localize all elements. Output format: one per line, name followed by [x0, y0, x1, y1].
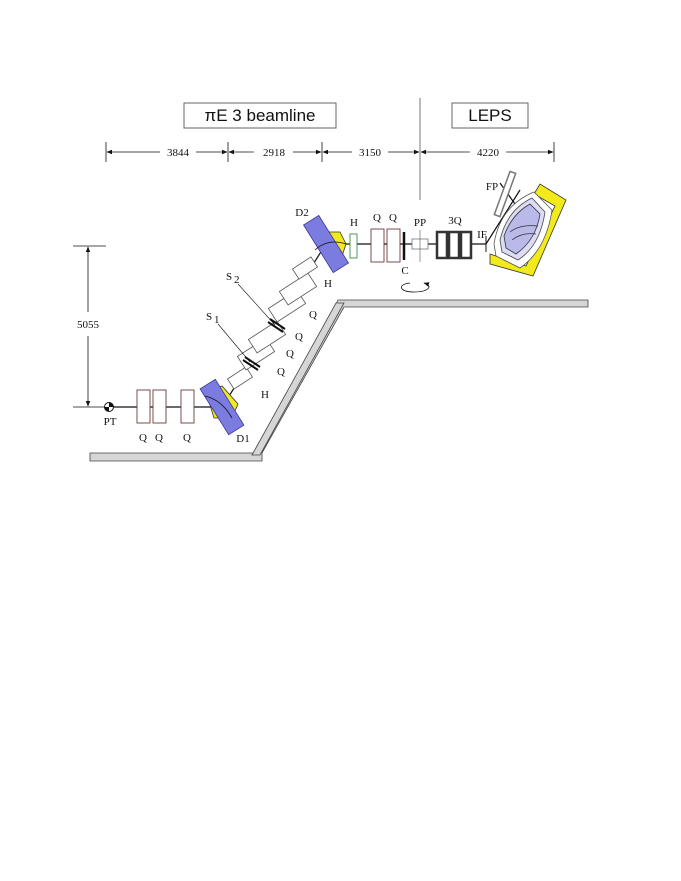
pp-label: PP	[414, 217, 426, 229]
3q-label: 3Q	[448, 215, 462, 227]
d2-label: D2	[295, 207, 308, 219]
diagonal-elements	[226, 256, 319, 390]
s1-label: S	[206, 311, 212, 323]
dipole-d2	[302, 214, 350, 274]
slit-leaders	[217, 283, 276, 363]
h2-label: H	[324, 278, 332, 290]
q8-label: Q	[373, 212, 381, 224]
production-target	[104, 402, 114, 412]
if-label: IF	[477, 229, 487, 241]
s2-label: S	[226, 271, 232, 283]
beam-axis	[110, 182, 531, 408]
h3-label: H	[350, 217, 358, 229]
q1-label: Q	[139, 432, 147, 444]
pie3-title: πE 3 beamline	[205, 106, 316, 125]
vertical-dimension	[73, 245, 106, 408]
q3-label: Q	[183, 432, 191, 444]
d1-label: D1	[236, 433, 249, 445]
pie3-title-box: πE 3 beamline	[183, 102, 337, 129]
triplet-3q	[435, 230, 473, 260]
pivot-point	[411, 230, 429, 262]
pt-label: PT	[104, 416, 117, 428]
leps-title-box: LEPS	[451, 102, 529, 129]
dimension-3150: 3150	[359, 147, 382, 159]
hexapole-h3	[349, 233, 358, 259]
q4-label: Q	[277, 366, 285, 378]
s1-subscript: 1	[214, 314, 220, 326]
dimension-4220: 4220	[477, 147, 500, 159]
dimension-ticks	[105, 142, 555, 162]
dimension-3844: 3844	[167, 147, 190, 159]
q6-label: Q	[295, 331, 303, 343]
q7-label: Q	[309, 309, 317, 321]
h1-label: H	[261, 389, 269, 401]
q2-label: Q	[155, 432, 163, 444]
rotation-arrow-icon	[401, 282, 430, 293]
spectrometer	[489, 170, 567, 277]
shield-wall	[89, 299, 589, 462]
q5-label: Q	[286, 348, 294, 360]
leps-title: LEPS	[468, 106, 511, 125]
dimension-2918: 2918	[263, 147, 286, 159]
quadrupole-group-1	[136, 389, 195, 424]
q9-label: Q	[389, 212, 397, 224]
c-label: C	[401, 265, 408, 277]
dimension-5055: 5055	[77, 319, 100, 331]
fp-label: FP	[486, 181, 498, 193]
dipole-d1	[199, 378, 245, 436]
quadrupole-group-2	[370, 228, 401, 263]
s2-subscript: 2	[234, 274, 240, 286]
